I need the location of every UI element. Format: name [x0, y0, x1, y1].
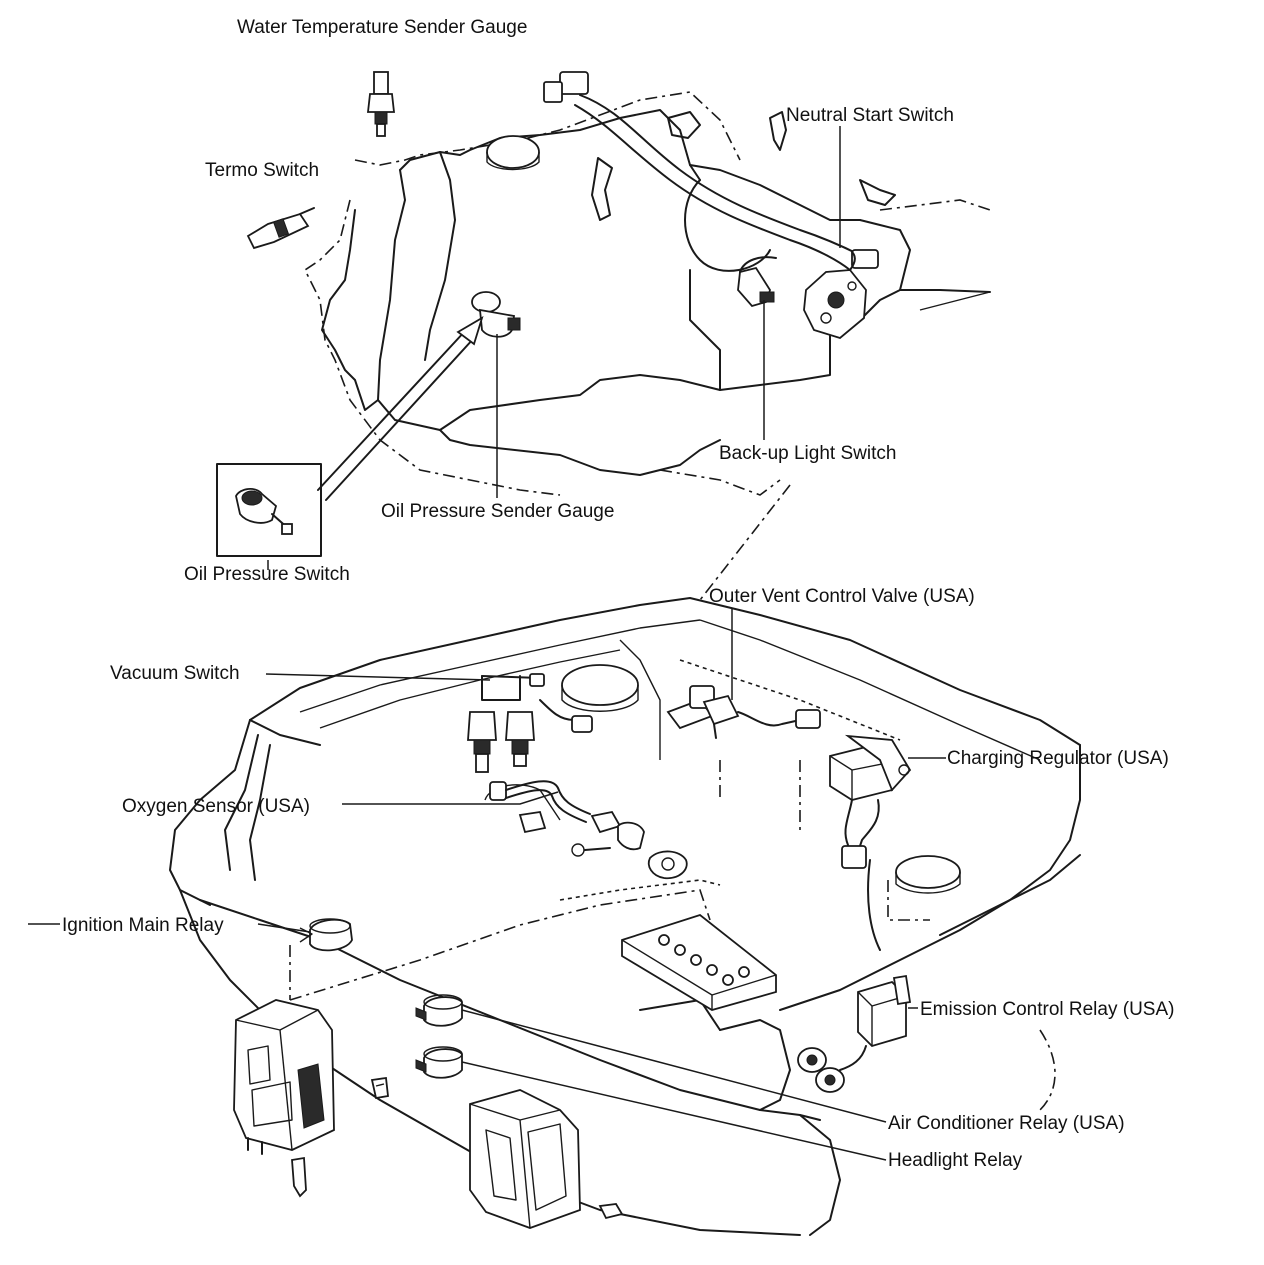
backup-light-switch-icon [737, 256, 777, 308]
label-emission-control-relay: Emission Control Relay (USA) [920, 999, 1174, 1020]
computer-unit-icon [233, 999, 335, 1198]
headlight-relay-icon [415, 1046, 463, 1079]
air-conditioner-relay-icon [415, 994, 463, 1027]
neutral-start-switch-icon [803, 249, 879, 340]
label-water-temperature-sender: Water Temperature Sender Gauge [237, 17, 527, 38]
label-backup-light-switch: Back-up Light Switch [719, 443, 896, 464]
label-neutral-start-switch: Neutral Start Switch [786, 105, 954, 126]
label-vacuum-switch: Vacuum Switch [110, 663, 240, 684]
label-headlight-relay: Headlight Relay [888, 1150, 1023, 1171]
ignition-main-relay-icon [299, 918, 353, 952]
engine-block [303, 71, 991, 496]
label-oil-pressure-sender: Oil Pressure Sender Gauge [381, 501, 614, 522]
emission-control-relay-icon [797, 974, 912, 1093]
charging-regulator-icon [829, 734, 912, 869]
relay-box-cover-icon [469, 1089, 624, 1229]
engine-compartment [169, 484, 1081, 1236]
leader-lines [28, 126, 1056, 1161]
termo-switch-icon [246, 207, 315, 250]
label-air-conditioner-relay: Air Conditioner Relay (USA) [888, 1113, 1125, 1134]
vacuum-switch-icons [467, 673, 593, 773]
outer-vent-control-valve-icon [666, 685, 821, 739]
label-ignition-main-relay: Ignition Main Relay [62, 915, 224, 936]
oil-pressure-switch-inset [216, 463, 322, 557]
oxygen-sensor-icon [489, 780, 645, 851]
label-outer-vent-control-valve: Outer Vent Control Valve (USA) [709, 586, 975, 607]
label-termo-switch: Termo Switch [205, 160, 319, 181]
label-oxygen-sensor: Oxygen Sensor (USA) [122, 796, 310, 817]
labels: Water Temperature Sender Gauge Termo Swi… [62, 17, 1174, 1171]
label-oil-pressure-switch: Oil Pressure Switch [184, 564, 350, 585]
clip-icon [370, 1076, 389, 1100]
oil-pressure-arrow [317, 316, 484, 501]
label-charging-regulator: Charging Regulator (USA) [947, 748, 1169, 769]
oil-pressure-sender-icon [471, 291, 521, 338]
water-temperature-sender-icon [366, 71, 396, 137]
